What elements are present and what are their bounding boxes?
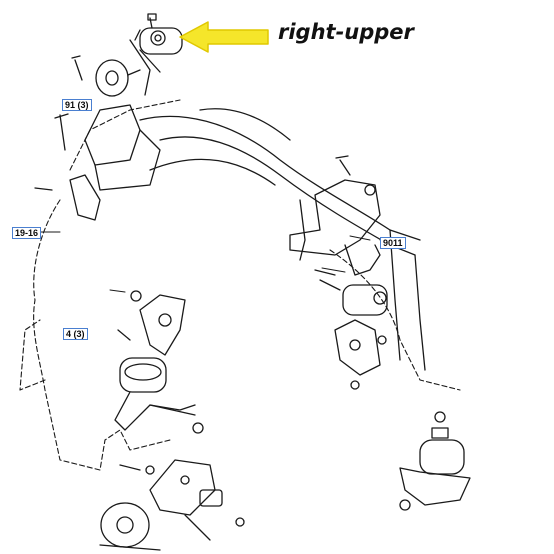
part-ref-9011: 9011 <box>380 237 406 249</box>
front-mount-assembly <box>114 290 204 434</box>
callout-label: right-upper <box>278 20 414 44</box>
bottom-mount-assembly <box>99 459 245 551</box>
lower-right-mount <box>399 411 471 511</box>
part-ref-91: 91 (3) <box>62 99 92 111</box>
fasteners <box>35 231 401 293</box>
left-upper-bracket <box>34 104 161 221</box>
callout-arrow-icon <box>179 21 269 53</box>
part-ref-4: 4 (3) <box>63 328 88 340</box>
upper-left-bushing <box>71 55 141 97</box>
engine-outline <box>19 99 461 471</box>
crossmember-frame <box>139 108 426 371</box>
part-ref-19: 19-16 <box>12 227 42 239</box>
right-mount-assembly <box>289 155 388 390</box>
right-upper-mount <box>129 13 183 96</box>
